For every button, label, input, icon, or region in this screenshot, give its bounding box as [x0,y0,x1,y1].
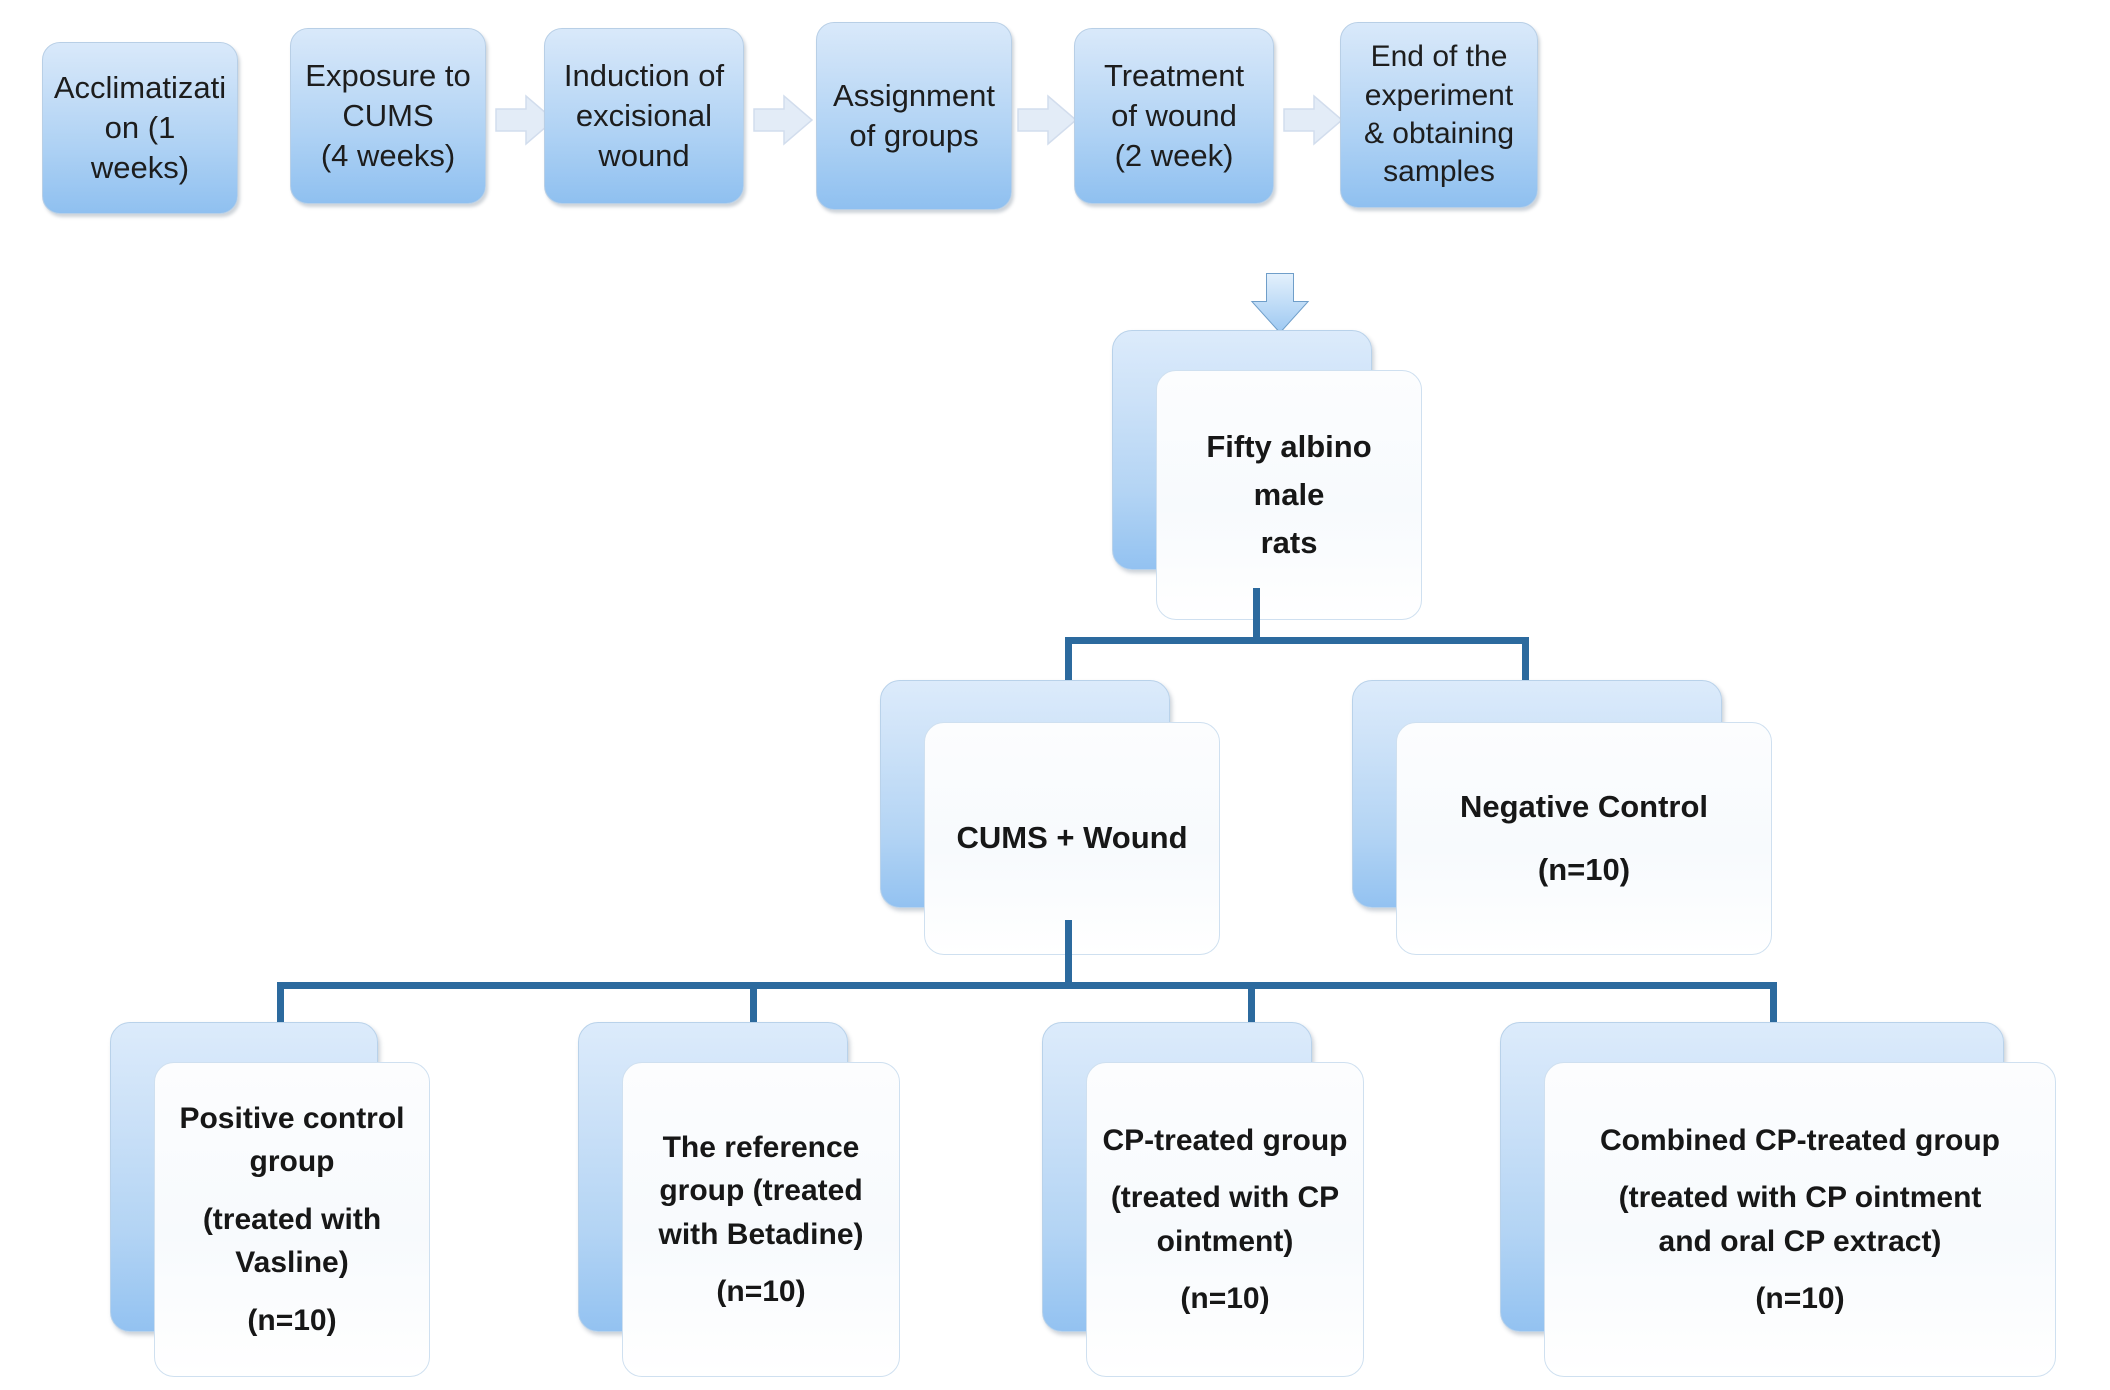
connector-level3-bus [277,982,1777,989]
process-box-label: Acclimatizati on (1 weeks) [53,70,227,185]
connector-to-positive-control [277,982,284,1032]
process-box-wound-treatment[interactable]: Treatment of wound (2 week) [1074,28,1274,204]
group-card-animals[interactable]: Fifty albino male rats [1112,330,1422,620]
right-arrow-icon-5 [1282,92,1344,148]
group-card-cp-treated[interactable]: CP-treated group (treated with CP ointme… [1042,1022,1364,1377]
connector-to-reference-group [750,982,757,1032]
process-box-wound-induction[interactable]: Induction of excisional wound [544,28,744,204]
group-card-combined-cp[interactable]: Combined CP-treated group (treated with … [1500,1022,2056,1377]
connector-to-combined-cp [1770,982,1777,1032]
card-front: CUMS + Wound [924,722,1220,955]
connector-root-down [1253,588,1260,640]
card-front: Combined CP-treated group (treated with … [1544,1062,2056,1377]
process-box-label: End of the experiment & obtaining sample… [1363,40,1515,189]
connector-to-cp-treated [1248,982,1255,1032]
connector-to-negative-control [1522,637,1529,692]
process-box-experiment-end[interactable]: End of the experiment & obtaining sample… [1340,22,1538,208]
down-arrow-icon [1248,272,1312,334]
group-card-label: Combined CP-treated group (treated with … [1599,1123,2000,1316]
group-card-positive-control[interactable]: Positive control group (treated with Vas… [110,1022,430,1377]
group-card-reference-group[interactable]: The reference group (treated with Betadi… [578,1022,900,1377]
process-box-group-assignment[interactable]: Assignment of groups [816,22,1012,210]
group-card-label: Positive control group (treated with Vas… [179,1101,405,1337]
card-front: The reference group (treated with Betadi… [622,1062,900,1377]
right-arrow-icon-3 [752,92,814,148]
group-card-label: CUMS + Wound [956,820,1188,856]
group-card-negative-control[interactable]: Negative Control (n=10) [1352,680,1772,955]
card-front: Fifty albino male rats [1156,370,1422,620]
group-card-label: Fifty albino male rats [1206,428,1372,561]
connector-level2-bus [1065,637,1529,644]
process-box-acclimatization[interactable]: Acclimatizati on (1 weeks) [42,42,238,214]
connector-to-cums-wound [1065,637,1072,692]
right-arrow-icon-4 [1016,92,1078,148]
process-box-label: Induction of excisional wound [563,58,725,173]
process-box-cums-exposure[interactable]: Exposure to CUMS (4 weeks) [290,28,486,204]
card-front: CP-treated group (treated with CP ointme… [1086,1062,1364,1377]
card-front: Negative Control (n=10) [1396,722,1772,955]
group-card-label: The reference group (treated with Betadi… [658,1130,864,1309]
connector-cums-wound-down [1065,920,1072,985]
right-arrow-icon-2 [494,92,556,148]
process-box-label: Exposure to CUMS (4 weeks) [305,58,471,173]
group-card-cums-wound[interactable]: CUMS + Wound [880,680,1220,955]
process-box-label: Assignment of groups [833,78,995,153]
group-card-label: Negative Control (n=10) [1459,789,1709,887]
card-front: Positive control group (treated with Vas… [154,1062,430,1377]
process-box-label: Treatment of wound (2 week) [1103,58,1245,173]
group-card-label: CP-treated group (treated with CP ointme… [1102,1123,1348,1316]
